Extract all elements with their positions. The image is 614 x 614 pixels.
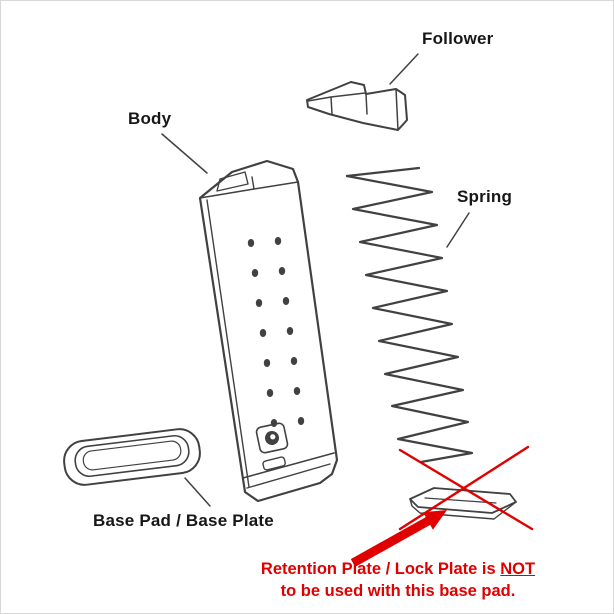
magazine-body-drawing: [198, 159, 339, 503]
leader-lines: [161, 53, 470, 507]
warning-line-2: to be used with this base pad.: [280, 581, 516, 600]
label-base-pad: Base Pad / Base Plate: [93, 511, 274, 530]
leader-line-spring: [446, 212, 470, 248]
leader-line-body: [161, 133, 208, 174]
red-x-mark: [398, 445, 534, 531]
logo-box: [255, 422, 289, 454]
red-arrow-icon: [350, 510, 447, 567]
label-follower: Follower: [422, 29, 494, 48]
follower-drawing: [306, 81, 408, 131]
label-body: Body: [128, 109, 172, 128]
leader-line-follower: [389, 53, 419, 85]
warning-line-1-emphasis: NOT: [500, 560, 536, 578]
warning-text: Retention Plate / Lock Plate is NOT to b…: [201, 559, 595, 603]
warning-line-1: Retention Plate / Lock Plate is NOT: [201, 559, 595, 581]
retention-plate-drawing: [409, 487, 517, 520]
warning-line-1-prefix: Retention Plate / Lock Plate is: [260, 560, 501, 578]
spring-drawing: [345, 166, 474, 464]
witness-holes: [247, 237, 305, 427]
base-pad-drawing: [63, 428, 201, 486]
label-spring: Spring: [457, 187, 513, 206]
leader-line-base-pad: [184, 477, 211, 507]
